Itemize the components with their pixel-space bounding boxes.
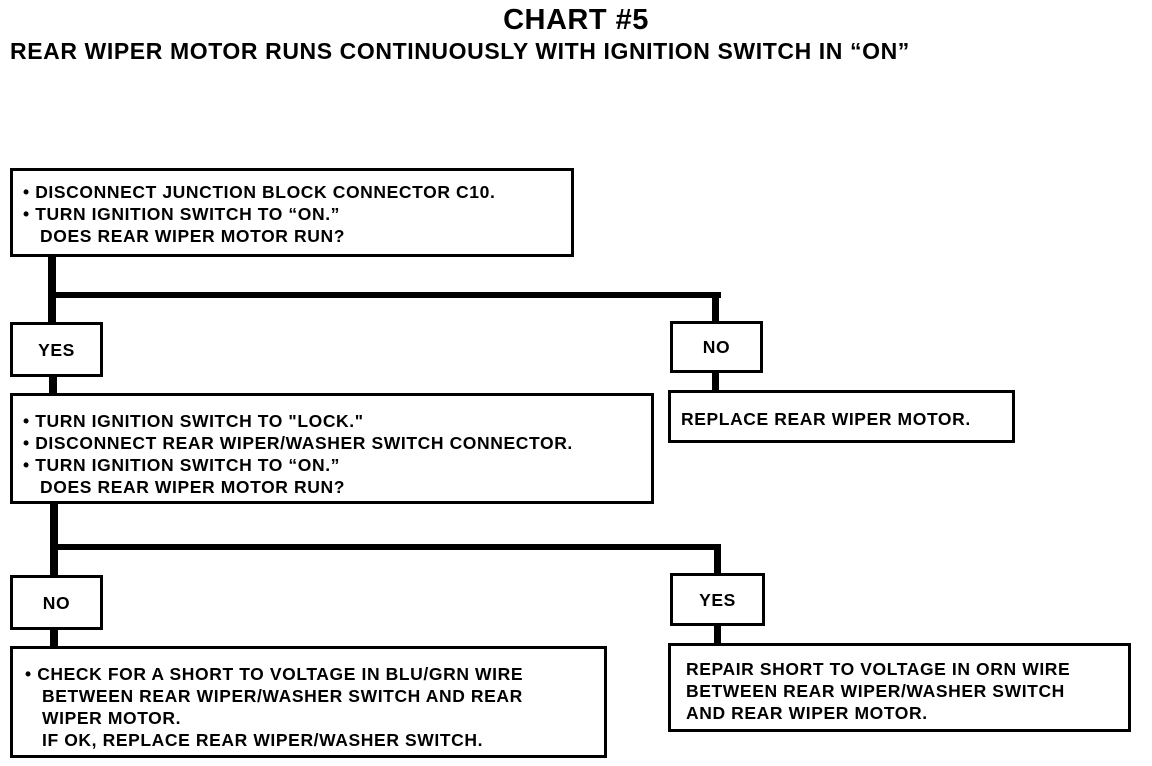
step2-no-label: NO [10, 575, 103, 630]
connector-to-no1 [712, 292, 719, 322]
connector-step2-down [50, 503, 58, 576]
step2-no-action-line: WIPER MOTOR. [42, 708, 182, 728]
step2-no-action-line: • CHECK FOR A SHORT TO VOLTAGE IN BLU/GR… [25, 664, 524, 684]
step1-no-label: NO [670, 321, 763, 373]
step1-no-text: NO [702, 337, 731, 357]
step2-line: • TURN IGNITION SWITCH TO “ON.” [23, 455, 341, 475]
step2-no-text: NO [42, 592, 71, 613]
connector-to-yes2 [714, 544, 721, 574]
step1-box: • DISCONNECT JUNCTION BLOCK CONNECTOR C1… [10, 168, 574, 257]
step1-line: • TURN IGNITION SWITCH TO “ON.” [23, 204, 341, 224]
step1-no-action-text: REPLACE REAR WIPER MOTOR. [681, 409, 971, 429]
step2-no-action-box: • CHECK FOR A SHORT TO VOLTAGE IN BLU/GR… [10, 646, 607, 758]
connector-yes2-to-action [714, 624, 721, 645]
connector-no1-to-action [712, 372, 719, 392]
connector-step2-branch [50, 544, 721, 550]
connector-step1-down [48, 255, 56, 323]
connector-yes1-to-step2 [49, 375, 57, 395]
step2-no-action-line: BETWEEN REAR WIPER/WASHER SWITCH AND REA… [42, 686, 523, 706]
chart-subtitle: REAR WIPER MOTOR RUNS CONTINUOUSLY WITH … [10, 38, 910, 64]
step1-yes-label: YES [10, 322, 103, 377]
step2-box: • TURN IGNITION SWITCH TO "LOCK." • DISC… [10, 393, 654, 504]
step2-yes-action-line: REPAIR SHORT TO VOLTAGE IN ORN WIRE [686, 659, 1071, 679]
step2-yes-text: YES [699, 589, 736, 610]
step1-line: • DISCONNECT JUNCTION BLOCK CONNECTOR C1… [23, 182, 496, 202]
step2-line: • TURN IGNITION SWITCH TO "LOCK." [23, 411, 364, 431]
step2-line: • DISCONNECT REAR WIPER/WASHER SWITCH CO… [23, 433, 573, 453]
chart-title: CHART #5 [503, 4, 649, 36]
step2-line: DOES REAR WIPER MOTOR RUN? [40, 477, 346, 497]
connector-step1-branch [48, 292, 721, 298]
step2-yes-action-line: BETWEEN REAR WIPER/WASHER SWITCH [686, 681, 1065, 701]
step2-yes-action-line: AND REAR WIPER MOTOR. [686, 703, 928, 723]
connector-no2-to-action [50, 628, 58, 648]
step1-yes-text: YES [38, 339, 75, 360]
step1-line: DOES REAR WIPER MOTOR RUN? [40, 226, 346, 246]
step2-no-action-line: IF OK, REPLACE REAR WIPER/WASHER SWITCH. [42, 730, 484, 750]
step2-yes-label: YES [670, 573, 765, 626]
step1-no-action-box: REPLACE REAR WIPER MOTOR. [668, 390, 1015, 443]
step2-yes-action-box: REPAIR SHORT TO VOLTAGE IN ORN WIRE BETW… [668, 643, 1131, 732]
